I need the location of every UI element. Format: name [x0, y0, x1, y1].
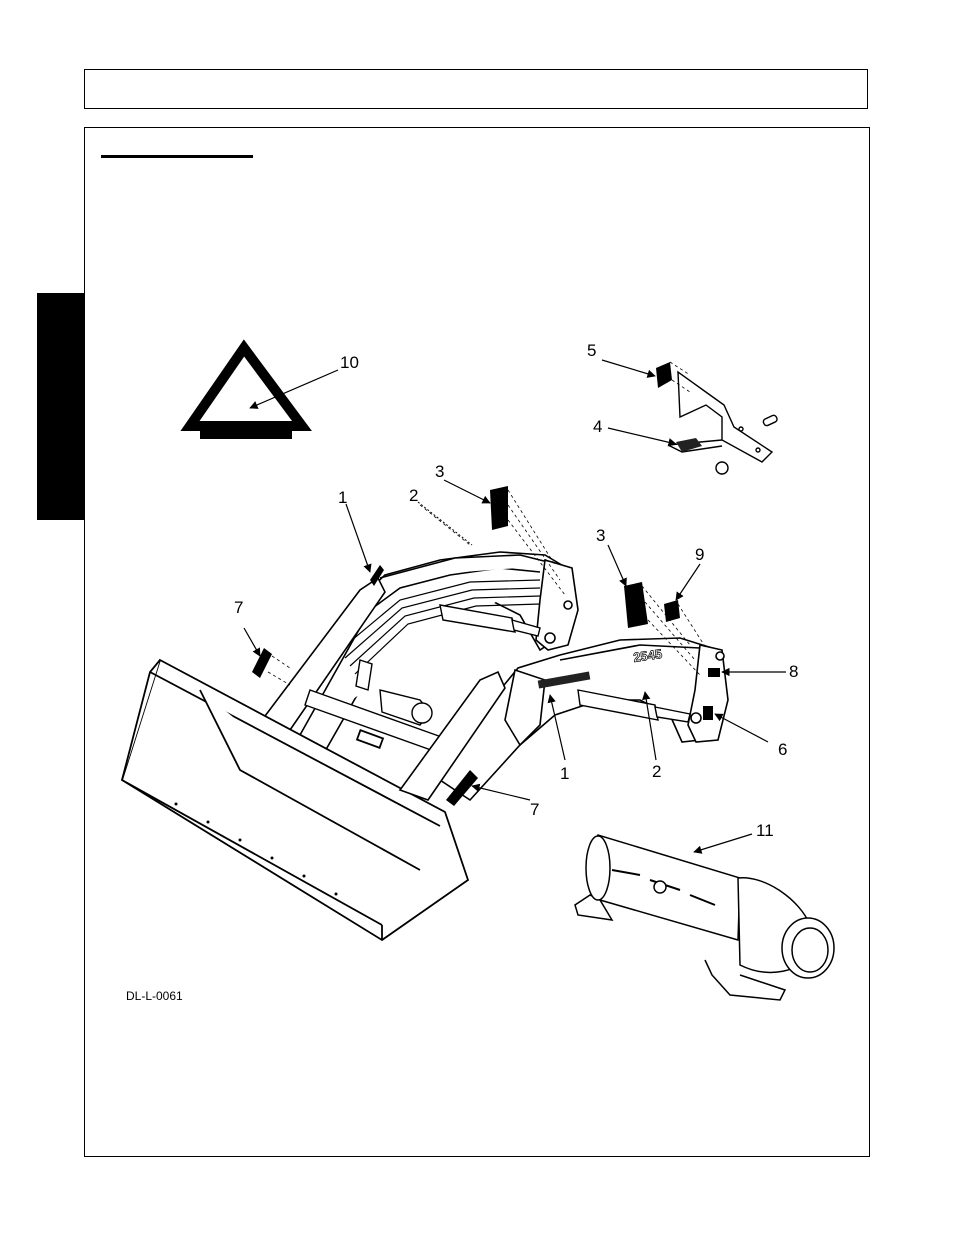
callout-6: 6 — [778, 740, 787, 759]
bracket-decal-5 — [656, 362, 672, 388]
hydraulic-valve-part-11 — [575, 835, 834, 1000]
callout-7-left: 7 — [234, 598, 243, 617]
callout-3-lower: 3 — [596, 526, 605, 545]
callout-3-upper: 3 — [435, 462, 444, 481]
callout-11: 11 — [756, 821, 774, 840]
decal-7-left — [252, 648, 272, 678]
callout-9: 9 — [695, 545, 704, 564]
callout-7-right: 7 — [530, 800, 539, 819]
decal-8 — [708, 668, 720, 677]
callout-8: 8 — [789, 662, 798, 681]
decal-6 — [703, 706, 713, 720]
decal-3-lower — [624, 582, 648, 628]
callout-1-lower: 1 — [560, 764, 569, 783]
callout-2-upper: 2 — [409, 486, 418, 505]
smv-triangle-decal — [190, 348, 302, 439]
decal-3-upper — [490, 486, 508, 530]
decal-9 — [664, 600, 680, 622]
callout-2-lower: 2 — [652, 762, 661, 781]
callout-5: 5 — [587, 341, 596, 360]
callout-1-upper: 1 — [338, 488, 347, 507]
figure-id: DL-L-0061 — [126, 989, 183, 1003]
mount-bracket — [668, 372, 778, 474]
callout-10: 10 — [340, 353, 359, 372]
callout-4: 4 — [593, 417, 602, 436]
